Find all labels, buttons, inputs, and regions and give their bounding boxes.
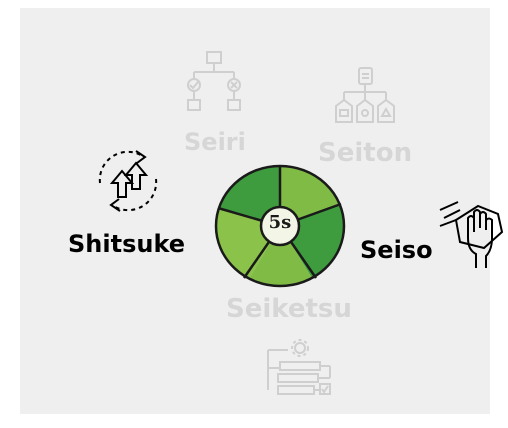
sustain-cycle-icon — [88, 145, 168, 217]
five-s-wheel: 5s — [210, 160, 352, 294]
cleaning-hand-icon — [438, 198, 508, 270]
wheel-center-label: 5s — [268, 212, 292, 233]
organize-hierarchy-icon — [330, 66, 402, 132]
seiri-label: Seiri — [184, 128, 246, 156]
seiso-label: Seiso — [360, 236, 433, 264]
shitsuke-label: Shitsuke — [68, 230, 186, 258]
seiketsu-label: Seiketsu — [226, 294, 352, 324]
flowchart-icon — [180, 50, 250, 118]
segment-bottom — [240, 226, 322, 286]
standardize-flow-icon — [262, 338, 338, 402]
seiton-label: Seiton — [318, 138, 413, 168]
